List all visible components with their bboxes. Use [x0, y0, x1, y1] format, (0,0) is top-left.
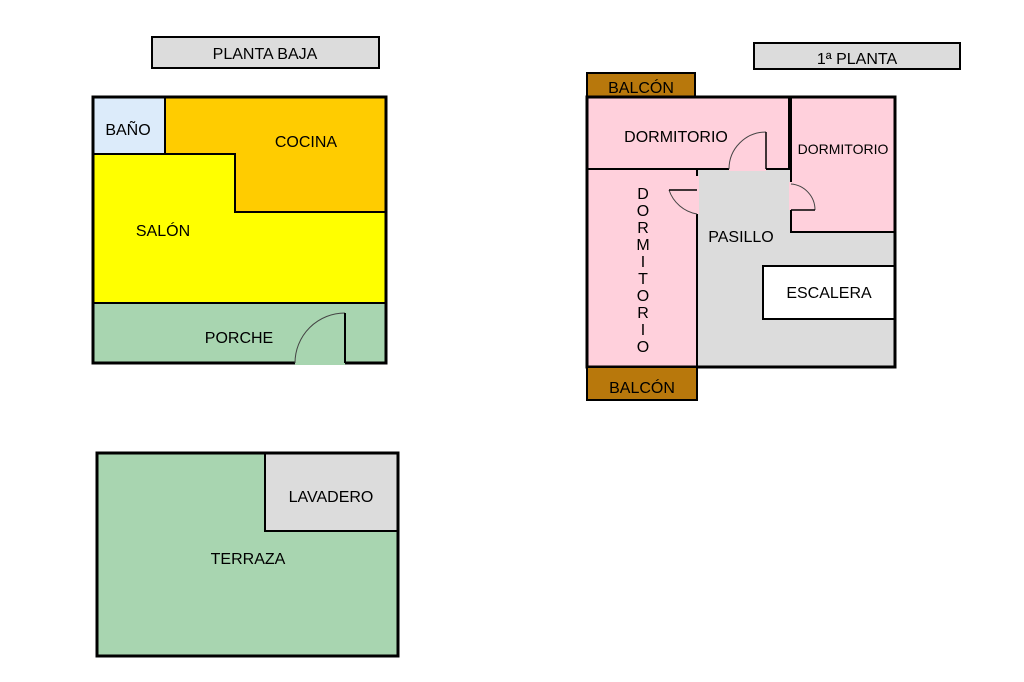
dormitorio-3-letter: R [637, 305, 649, 322]
planta-baja-title: PLANTA BAJA [213, 46, 318, 63]
label-balcon-bottom: BALCÓN [609, 378, 675, 397]
planta-baja-title-box [151, 36, 380, 69]
dormitorio-3-letter: O [637, 339, 649, 356]
label-dormitorio-3: D O R M I T O R I O [636, 186, 649, 356]
planta-baja: PLANTA BAJA BAÑO COCINA SALÓN PORCHE LAV… [91, 36, 400, 658]
dormitorio-3-letter: I [641, 322, 645, 339]
label-pasillo: PASILLO [708, 229, 774, 246]
label-dormitorio-2: DORMITORIO [798, 141, 889, 157]
dormitorio-3-letter: D [637, 186, 649, 203]
primera-planta-title: 1ª PLANTA [817, 51, 898, 68]
dormitorio-3-letter: O [637, 288, 649, 305]
dormitorio-3-letter: O [637, 203, 649, 220]
label-dormitorio-1: DORMITORIO [624, 129, 728, 146]
porche-door [294, 312, 346, 365]
terraza-outline [95, 451, 400, 658]
label-lavadero: LAVADERO [289, 489, 374, 506]
primera-planta-outline [585, 95, 897, 369]
dormitorio-3-letter: M [636, 237, 649, 254]
room-escalera [762, 265, 896, 320]
label-balcon-top: BALCÓN [608, 78, 674, 97]
label-salon: SALÓN [136, 221, 190, 240]
label-escalera: ESCALERA [786, 285, 872, 302]
planta-baja-outline [91, 95, 388, 365]
dormitorio-3-letter: I [641, 254, 645, 271]
label-cocina: COCINA [275, 134, 338, 151]
room-dormitorio-3 [586, 168, 698, 368]
room-balcon-bottom [586, 366, 698, 401]
room-balcon-top [586, 72, 696, 99]
primera-planta: 1ª PLANTA BALCÓN DOR [585, 42, 961, 401]
room-dormitorio-2 [790, 96, 896, 233]
dormitorio-3-letter: T [638, 271, 648, 288]
dormitorio-1-door [728, 131, 767, 171]
primera-planta-title-box [753, 42, 961, 70]
dormitorio-2-door [789, 182, 816, 211]
dormitorio-3-letter: R [637, 220, 649, 237]
dormitorio-3-door [668, 176, 699, 215]
label-porche: PORCHE [205, 330, 273, 347]
label-terraza: TERRAZA [211, 551, 286, 568]
label-bano: BAÑO [105, 119, 150, 139]
